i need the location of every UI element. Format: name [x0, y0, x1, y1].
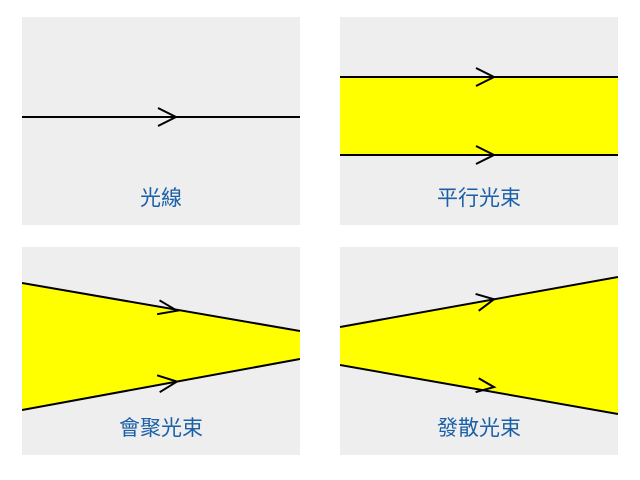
parallel-beam-diagram	[340, 67, 618, 165]
caption-parallel-beam: 平行光束	[437, 186, 521, 210]
diverging-beam-top-ray	[340, 276, 618, 328]
top-ray-arrow	[156, 299, 180, 316]
diverging-beam-diagram	[340, 276, 618, 415]
caption-light-ray: 光線	[140, 186, 182, 210]
caption-diverging-beam: 發散光束	[437, 416, 521, 440]
top-ray-arrow	[475, 67, 497, 87]
top-ray-arrow	[475, 292, 497, 312]
light-ray-diagram	[22, 107, 300, 127]
converging-beam-top-ray	[22, 282, 300, 332]
panel-diverging-beam: 發散光束	[340, 247, 618, 455]
converging-beam-bottom-ray	[22, 358, 300, 411]
panel-converging-beam: 會聚光束	[22, 247, 300, 455]
panel-parallel-beam: 平行光束	[340, 17, 618, 225]
converging-beam-diagram	[22, 282, 300, 411]
diverging-beam-area	[340, 277, 618, 414]
converging-beam-area	[22, 283, 300, 410]
parallel-beam-area	[340, 77, 618, 155]
bottom-ray-arrow	[156, 374, 180, 394]
caption-converging-beam: 會聚光束	[119, 416, 203, 440]
bottom-ray-arrow	[475, 377, 497, 394]
bottom-ray-arrow	[475, 145, 497, 165]
panel-light-ray: 光線	[22, 17, 300, 225]
ray-direction-arrow	[157, 107, 179, 127]
diverging-beam-bottom-ray	[340, 364, 618, 415]
